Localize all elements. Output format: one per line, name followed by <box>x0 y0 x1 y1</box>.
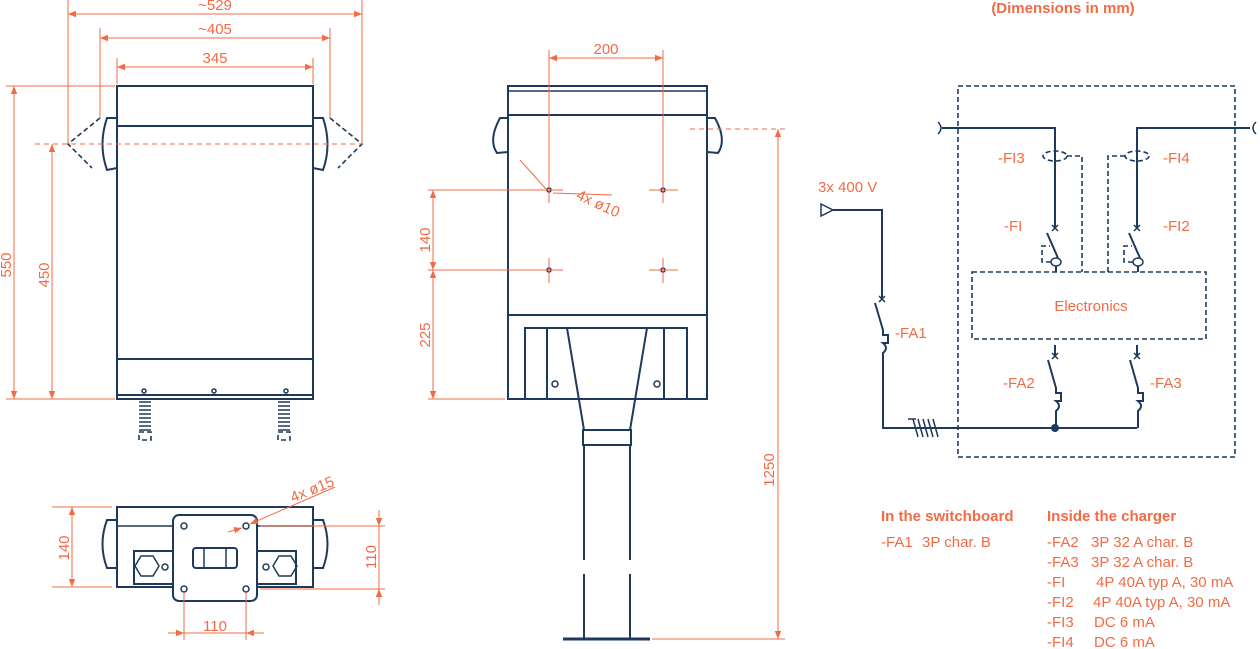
dim-405: ~405 <box>198 21 232 38</box>
handle-right-swing <box>329 117 364 169</box>
legend: In the switchboard -FA1 3P char. B Insid… <box>881 508 1233 649</box>
supply-label: 3x 400 V <box>818 179 877 196</box>
dim-140-holes: 140 <box>417 227 434 252</box>
front-view: ~529 ~405 345 550 450 <box>0 0 364 441</box>
side-view: 200 140 225 1250 4x ø10 <box>417 41 785 641</box>
electronics-label: Electronics <box>1054 298 1127 315</box>
mounting-plate <box>172 514 258 602</box>
bottom-view: 140 110 110 4x ø15 <box>52 473 385 640</box>
dim-450: 450 <box>36 262 53 287</box>
legend-desc: 3P char. B <box>922 534 991 551</box>
dim-345: 345 <box>202 50 227 67</box>
legend-desc: 4P 40A typ A, 30 mA <box>1096 574 1233 591</box>
dim-550: 550 <box>0 252 15 277</box>
legend-code: -FI <box>1047 574 1065 591</box>
dim-225: 225 <box>417 322 434 347</box>
mount-holes <box>539 180 678 283</box>
legend-charger-heading: Inside the charger <box>1047 508 1176 525</box>
legend-desc: DC 6 mA <box>1094 614 1155 631</box>
legend-desc: 3P 32 A char. B <box>1091 554 1193 571</box>
dim-1250: 1250 <box>761 453 778 486</box>
dimensions-note: (Dimensions in mm) <box>991 0 1134 17</box>
legend-code: -FA2 <box>1047 534 1079 551</box>
legend-code: -FA3 <box>1047 554 1079 571</box>
label-fi2: -FI2 <box>1163 218 1190 235</box>
legend-switchboard-heading: In the switchboard <box>881 508 1014 525</box>
label-fi4: -FI4 <box>1163 150 1190 167</box>
label-fa3: -FA3 <box>1150 375 1182 392</box>
electronics-box <box>971 271 1207 340</box>
label-fa2: -FA2 <box>1003 375 1035 392</box>
legend-desc: 3P 32 A char. B <box>1091 534 1193 551</box>
dim-110-vertical: 110 <box>363 545 380 569</box>
foot-left <box>138 401 152 441</box>
handle-left-swing <box>66 117 101 169</box>
circuit-diagram: Electronics 3x 400 V -FA1 -FA2 -FA3 <box>818 85 1257 458</box>
legend-code: -FA1 <box>881 534 913 551</box>
legend-code: -FI3 <box>1047 614 1074 631</box>
foot-right <box>277 401 291 441</box>
holes-4x15: 4x ø15 <box>288 473 337 506</box>
dim-200: 200 <box>593 41 618 58</box>
legend-code: -FI4 <box>1047 634 1074 649</box>
label-fi: -FI <box>1004 218 1022 235</box>
label-fi3: -FI3 <box>998 150 1025 167</box>
legend-desc: DC 6 mA <box>1094 634 1155 649</box>
dim-140-depth: 140 <box>56 535 73 560</box>
dim-529: ~529 <box>198 0 232 14</box>
legend-code: -FI2 <box>1047 594 1074 611</box>
legend-desc: 4P 40A typ A, 30 mA <box>1093 594 1230 611</box>
holes-4x10: 4x ø10 <box>574 187 623 222</box>
dim-110-horizontal: 110 <box>203 618 227 635</box>
label-fa1: -FA1 <box>895 325 927 342</box>
